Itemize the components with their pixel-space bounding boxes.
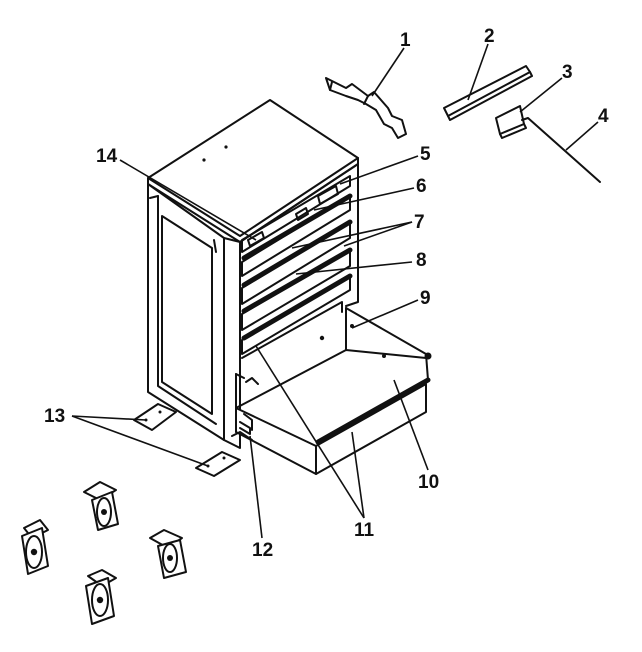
tool-cabinet [147,99,359,449]
caster-wheels [21,481,187,625]
callout-4: 4 [598,106,609,127]
callout-10: 10 [418,472,439,493]
caster-3 [149,529,187,579]
callouts: 1 2 3 4 5 6 7 8 9 10 11 12 13 14 [44,26,609,561]
callout-1: 1 [400,30,411,51]
part-13-plates [133,403,241,477]
part-3-plate [495,105,527,139]
part-4-rod [521,117,601,183]
caster-4 [85,569,117,625]
leader-lines [71,43,599,539]
callout-12: 12 [252,540,273,561]
callout-7: 7 [414,212,425,233]
open-drawer [235,307,432,475]
callout-9: 9 [420,288,431,309]
callout-6: 6 [416,176,427,197]
callout-13: 13 [44,406,65,427]
callout-2: 2 [484,26,495,47]
caster-1 [83,481,119,531]
callout-11: 11 [354,520,375,541]
callout-3: 3 [562,62,573,83]
part-12-slide [231,421,253,441]
callout-8: 8 [416,250,427,271]
part-1-bracket [325,77,407,139]
caster-2 [21,519,49,575]
part-2-slide-rail [443,65,533,121]
callout-5: 5 [420,144,431,165]
callout-14: 14 [96,146,118,167]
